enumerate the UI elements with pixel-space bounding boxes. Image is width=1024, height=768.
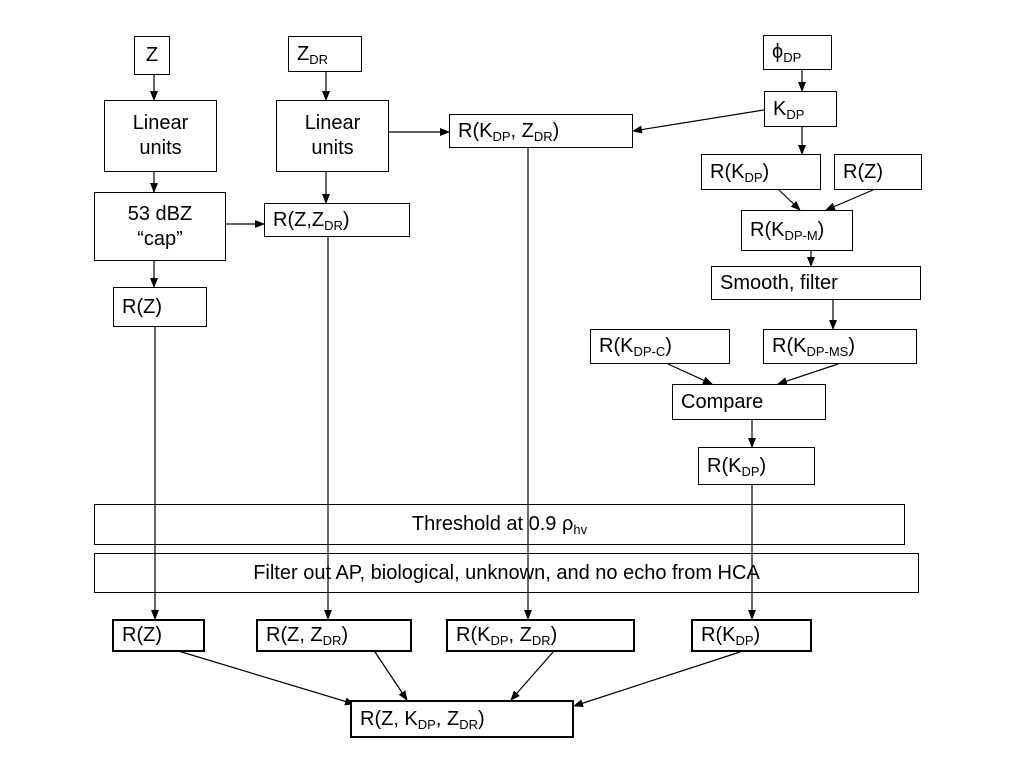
- arrow-rkdpms-to-compare: [777, 363, 839, 385]
- output-rkdp-box: R(KDP): [691, 619, 812, 652]
- rzzdr-box: R(Z,ZDR): [264, 203, 410, 237]
- hca-filter-bar: Filter out AP, biological, unknown, and …: [94, 553, 919, 593]
- rkdpc-label: R(KDP-C): [599, 335, 672, 359]
- rkdpms-box: R(KDP-MS): [763, 329, 917, 364]
- arrow-rkdp-to-rkdpm: [778, 189, 801, 211]
- kdp-box: KDP: [764, 91, 837, 127]
- dbz-cap-line2: “cap”: [137, 227, 183, 250]
- smooth-filter-box: Smooth, filter: [711, 266, 921, 300]
- final-label: R(Z, KDP, ZDR): [360, 707, 485, 732]
- rkdpzdr-box: R(KDP, ZDR): [449, 114, 633, 148]
- dbz-cap-box: 53 dBZ “cap”: [94, 192, 226, 261]
- hca-filter-label: Filter out AP, biological, unknown, and …: [253, 561, 760, 584]
- input-z-box: Z: [134, 36, 170, 75]
- output-rz-box: R(Z): [112, 619, 205, 652]
- rkdpm-label: R(KDP-M): [750, 219, 825, 243]
- rkdpm-box: R(KDP-M): [741, 210, 853, 251]
- rz-phidp-label: R(Z): [843, 160, 883, 183]
- linear-units-zdr-line1: Linear: [304, 112, 361, 134]
- input-zdr-label: ZDR: [297, 42, 328, 67]
- input-zdr-box: ZDR: [288, 36, 362, 72]
- threshold-label: Threshold at 0.9 ρhv: [411, 513, 588, 537]
- linear-units-zdr-box: Linear units: [276, 100, 389, 172]
- output-rz-label: R(Z): [122, 624, 162, 646]
- rkdp-label: R(KDP): [710, 160, 770, 185]
- rkdp-out-box: R(KDP): [698, 447, 815, 485]
- input-phidp-box: ϕDP: [763, 35, 832, 70]
- arrow-kdp-to-rkdpzdr: [632, 109, 765, 134]
- arrow-out-rkdp-to-final: [573, 651, 741, 708]
- arrow-rkdpc-to-compare: [667, 363, 713, 385]
- compare-label: Compare: [681, 390, 764, 413]
- rkdpc-box: R(KDP-C): [590, 329, 730, 364]
- input-z-label: Z: [145, 44, 159, 66]
- rz-label: R(Z): [122, 295, 162, 318]
- input-phidp-label: ϕDP: [772, 41, 802, 65]
- rkdpzdr-label: R(KDP, ZDR): [458, 119, 560, 144]
- output-rkdpzdr-box: R(KDP, ZDR): [446, 619, 635, 652]
- rz-phidp-box: R(Z): [834, 154, 922, 190]
- linear-units-z-line1: Linear: [132, 112, 189, 134]
- threshold-bar: Threshold at 0.9 ρhv: [94, 504, 905, 545]
- kdp-label: KDP: [773, 97, 805, 122]
- output-rkdpzdr-label: R(KDP, ZDR): [456, 624, 558, 648]
- smooth-filter-label: Smooth, filter: [720, 271, 838, 294]
- rzzdr-label: R(Z,ZDR): [273, 208, 350, 233]
- arrow-rz-to-rkdpm: [825, 189, 874, 211]
- arrow-out-rz-to-final: [174, 649, 355, 706]
- dbz-cap-line1: 53 dBZ: [127, 202, 193, 225]
- linear-units-z-box: Linear units: [104, 100, 217, 172]
- arrow-out-rzzdr-to-final: [374, 651, 408, 701]
- rkdp-out-label: R(KDP): [707, 454, 767, 479]
- output-rzzdr-box: R(Z, ZDR): [256, 619, 412, 652]
- rkdpms-label: R(KDP-MS): [772, 335, 856, 359]
- arrow-out-rkdpzdr-to-final: [510, 651, 554, 701]
- output-rkdp-label: R(KDP): [701, 624, 761, 648]
- compare-box: Compare: [672, 384, 826, 420]
- final-box: R(Z, KDP, ZDR): [350, 700, 574, 738]
- output-rzzdr-label: R(Z, ZDR): [266, 624, 349, 648]
- linear-units-z-line2: units: [139, 137, 182, 159]
- rz-box: R(Z): [113, 287, 207, 327]
- linear-units-zdr-line2: units: [311, 137, 354, 159]
- rkdp-box: R(KDP): [701, 154, 821, 190]
